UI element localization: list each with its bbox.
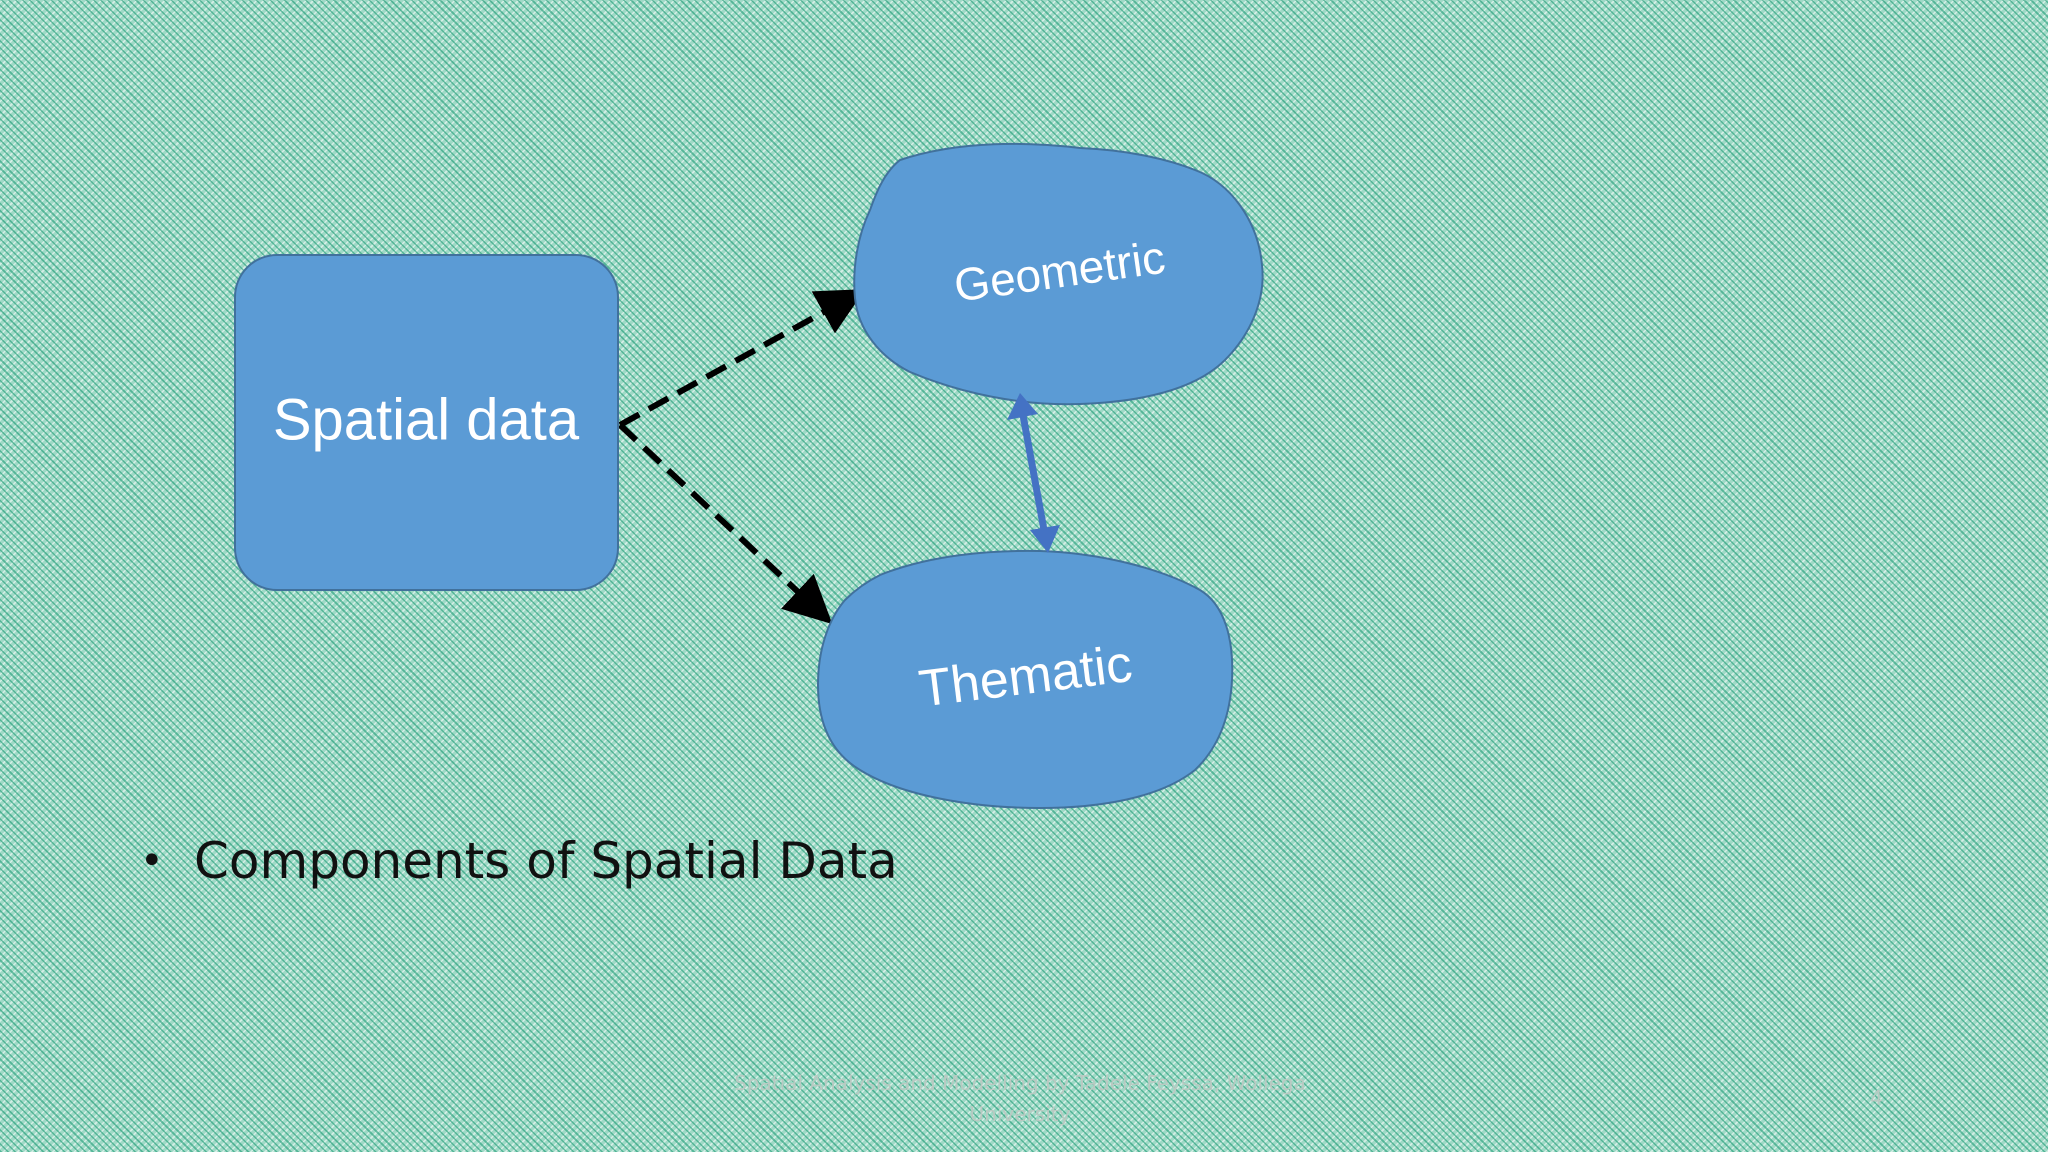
bullet-symbol: • <box>140 838 164 884</box>
footer-line-2: University <box>969 1102 1071 1126</box>
node-geometric-shape <box>853 142 1264 406</box>
edge-geometric-thematic <box>1007 393 1060 553</box>
slide-number: 4 <box>1870 1086 1883 1110</box>
edge-geometric-thematic-shaft <box>1019 414 1048 531</box>
node-thematic-shape <box>816 549 1234 810</box>
node-geometric: Geometric <box>853 142 1264 406</box>
edge-spatial-to-thematic <box>617 422 833 625</box>
edge-geometric-thematic-head-top <box>1007 393 1038 420</box>
bullet-item: • Components of Spatial Data <box>140 832 898 890</box>
node-thematic: Thematic <box>816 549 1234 810</box>
edge-spatial-to-geometric <box>618 289 866 428</box>
node-spatial-data-label: Spatial data <box>273 387 580 452</box>
node-spatial-data-shape <box>234 254 619 591</box>
slide-footer: Spatial Analysis and Modelling by Tadele… <box>690 1068 1350 1130</box>
node-spatial-data: Spatial data <box>234 254 619 591</box>
footer-line-1: Spatial Analysis and Modelling by Tadele… <box>734 1071 1306 1095</box>
edge-geometric-thematic-head-bottom <box>1030 525 1060 553</box>
bullet-text: Components of Spatial Data <box>194 832 898 890</box>
